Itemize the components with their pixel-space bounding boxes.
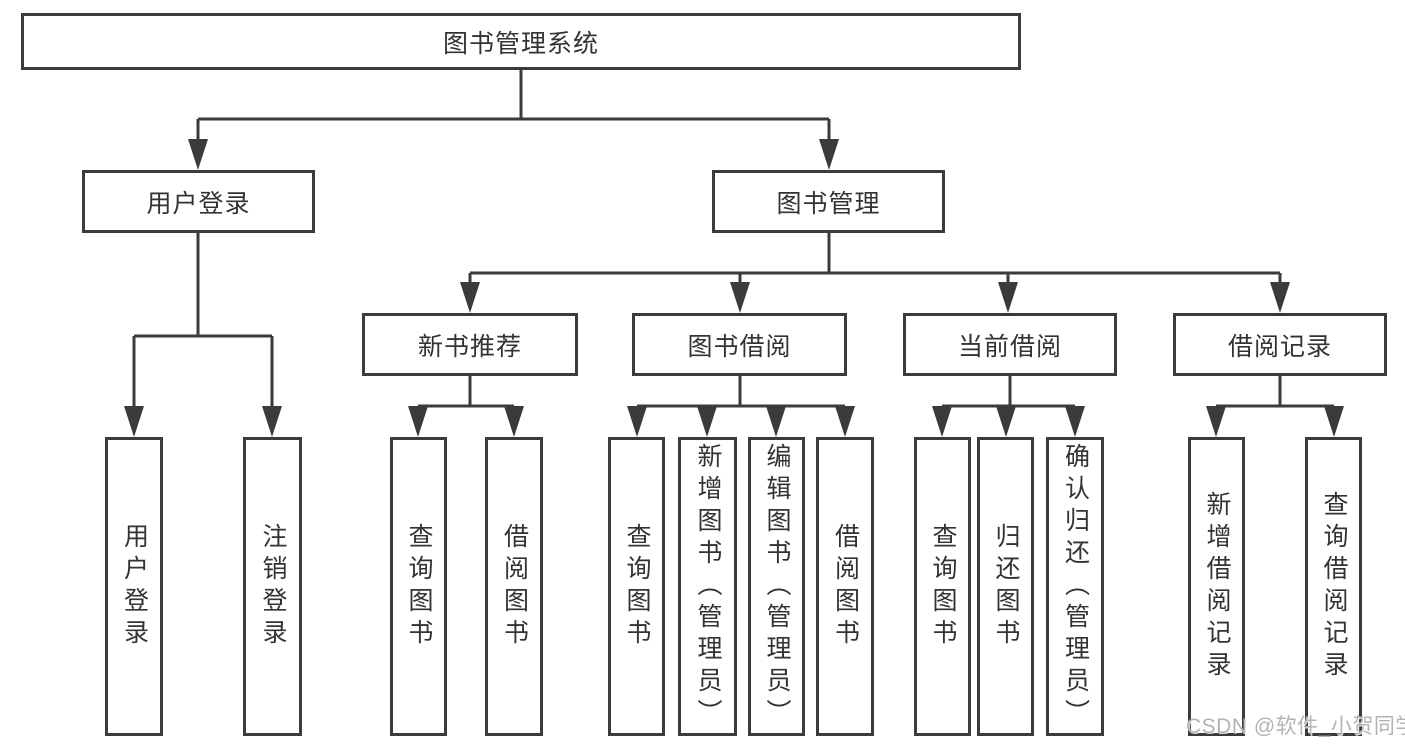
node-book-borrowing: 图书借阅 [632,313,847,376]
arrowhead-icon [124,406,144,437]
leaf-logout: 注销登录 [243,437,302,736]
arrowhead-icon [766,406,786,437]
node-label: 确认归还（管理员） [1061,442,1090,731]
node-label: 用户登录 [120,522,149,651]
arrowhead-icon [460,282,480,313]
leaf-query-borrow-record: 查询借阅记录 [1305,437,1362,736]
node-label: 查询借阅记录 [1320,490,1348,683]
arrowhead-icon [1270,282,1290,313]
arrowhead-icon [835,406,855,437]
node-current-borrowing: 当前借阅 [903,313,1117,376]
arrowhead-icon [627,406,647,437]
arrowhead-icon [1324,406,1344,437]
leaf-query-books-borrowing: 查询图书 [608,437,665,736]
arrowhead-icon [1206,406,1226,437]
leaf-confirm-return-admin: 确认归还（管理员） [1046,437,1104,736]
arrowhead-icon [262,406,282,437]
leaf-borrow-books-recommend: 借阅图书 [485,437,543,736]
node-label: 借阅图书 [500,522,529,651]
node-label: 当前借阅 [957,332,1062,361]
leaf-add-books-admin: 新增图书（管理员） [678,437,737,736]
node-label: 借阅记录 [1227,332,1332,361]
node-label: 新增图书（管理员） [694,442,722,731]
leaf-borrow-books: 借阅图书 [816,437,874,736]
node-new-book-recommend: 新书推荐 [362,313,578,376]
csdn-watermark: CSDN @软件_小贺同学 [1186,715,1405,738]
node-label: 新增借阅记录 [1203,490,1231,683]
arrowhead-icon [697,406,717,437]
node-label: 图书借阅 [687,332,792,361]
node-label: 图书管理 [776,189,881,218]
leaf-return-books: 归还图书 [977,437,1034,736]
node-label: 查询图书 [623,522,651,651]
node-label: 借阅图书 [831,522,860,651]
node-user-login: 用户登录 [82,170,315,233]
arrowhead-icon [996,406,1016,437]
arrowhead-icon [998,282,1018,313]
node-borrowing-records: 借阅记录 [1173,313,1387,376]
node-label: 图书管理系统 [442,29,599,58]
arrowhead-icon [408,406,428,437]
leaf-query-books-current: 查询图书 [914,437,971,736]
arrowhead-icon [932,406,952,437]
arrowhead-icon [730,282,750,313]
node-label: 查询图书 [405,522,433,651]
node-label: 编辑图书（管理员） [763,442,791,731]
leaf-query-books-recommend: 查询图书 [390,437,447,736]
node-book-management: 图书管理 [712,170,945,233]
node-label: 新书推荐 [417,332,522,361]
leaf-user-login: 用户登录 [105,437,163,736]
arrowhead-icon [1065,406,1085,437]
node-label: 用户登录 [146,189,251,218]
leaf-add-borrow-record: 新增借阅记录 [1188,437,1245,736]
node-label: 归还图书 [992,522,1020,651]
node-label: 注销登录 [259,522,287,651]
node-label: 查询图书 [929,522,957,651]
arrowhead-icon [819,139,839,170]
node-book-management-system: 图书管理系统 [21,13,1021,70]
leaf-edit-books-admin: 编辑图书（管理员） [748,437,805,736]
arrowhead-icon [504,406,524,437]
arrowhead-icon [188,139,208,170]
